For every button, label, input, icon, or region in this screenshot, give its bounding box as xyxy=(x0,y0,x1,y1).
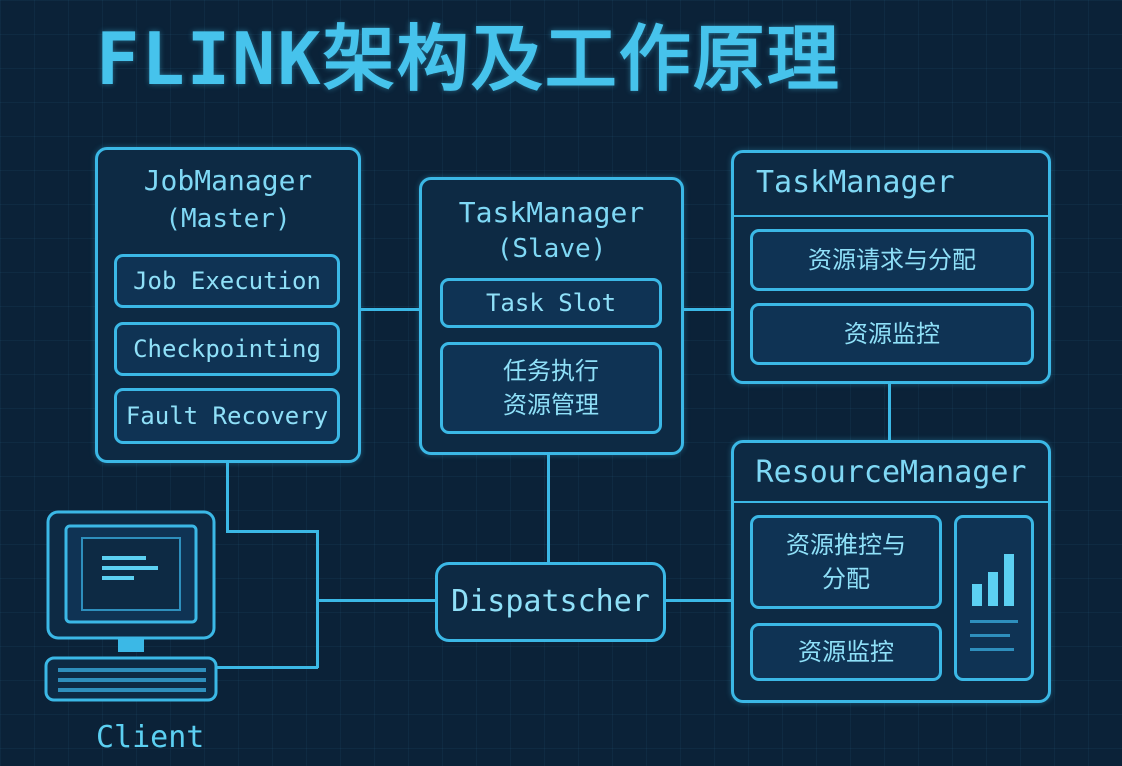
jobmanager-subtitle: (Master) xyxy=(165,204,291,234)
taskmanager-slave-subtitle: (Slave) xyxy=(496,234,607,264)
client-label: Client xyxy=(96,720,205,755)
taskmanager-title: TaskManager xyxy=(756,165,955,200)
connector-taskmanager-resourcemanager xyxy=(888,380,891,442)
task-slot-item: Task Slot xyxy=(440,278,662,328)
connector-jobmanager-taskmanager xyxy=(358,308,422,311)
connector-dispatcher-resourcemanager xyxy=(663,599,733,602)
checkpointing-item: Checkpointing xyxy=(114,322,340,376)
computer-icon xyxy=(44,510,218,702)
resource-chart-panel xyxy=(954,515,1034,681)
resourcemanager-title: ResourceManager xyxy=(755,455,1027,490)
resourcemanager-divider xyxy=(734,501,1048,503)
job-execution-item: Job Execution xyxy=(114,254,340,308)
connector-jobmanager-across xyxy=(226,530,318,533)
jobmanager-title: JobManager xyxy=(143,164,313,197)
jobmanager-box: JobManager (Master) Job Execution Checkp… xyxy=(95,147,361,463)
connector-client-dispatcher xyxy=(318,599,436,602)
connector-slave-dispatcher xyxy=(547,452,550,562)
connector-right-vertical xyxy=(316,530,319,668)
dispatcher-box: Dispatscher xyxy=(435,562,666,642)
resource-monitor-item-2: 资源监控 xyxy=(750,623,942,681)
resource-monitor-item: 资源监控 xyxy=(750,303,1034,365)
bar-chart-icon xyxy=(970,554,1018,651)
resource-request-item: 资源请求与分配 xyxy=(750,229,1034,291)
taskmanager-slave-title: TaskManager xyxy=(458,196,645,229)
connector-jobmanager-down xyxy=(226,461,229,531)
resource-schedule-item: 资源推控与 分配 xyxy=(750,515,942,609)
connector-client-bottom xyxy=(212,666,318,669)
taskmanager-slave-box: TaskManager (Slave) Task Slot 任务执行 资源管理 xyxy=(419,177,684,455)
page-title: FLINK架构及工作原理 xyxy=(96,17,841,101)
fault-recovery-item: Fault Recovery xyxy=(114,388,340,444)
connector-slave-taskmanager xyxy=(681,308,733,311)
taskmanager-box: TaskManager 资源请求与分配 资源监控 xyxy=(731,150,1051,384)
taskmanager-divider xyxy=(734,215,1048,217)
resourcemanager-box: ResourceManager 资源推控与 分配 资源监控 xyxy=(731,440,1051,703)
task-execution-item: 任务执行 资源管理 xyxy=(440,342,662,434)
